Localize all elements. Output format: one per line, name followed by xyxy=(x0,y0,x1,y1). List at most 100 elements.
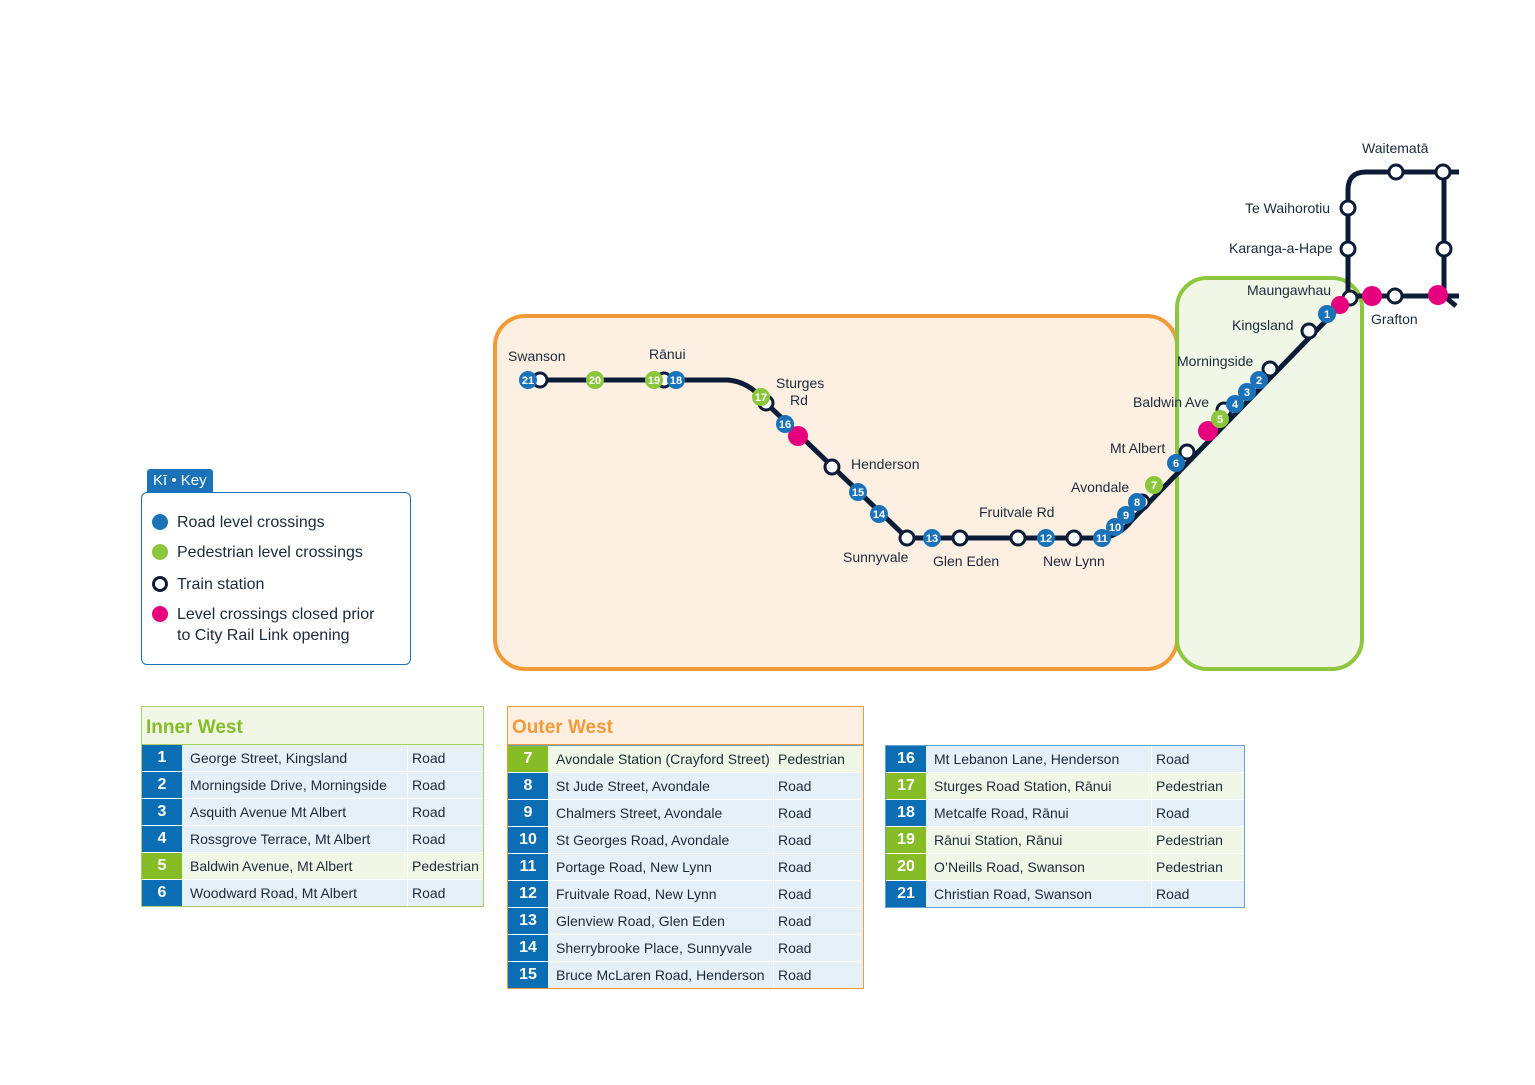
crossing-5: 5 xyxy=(1211,410,1229,428)
station-morningside xyxy=(1261,360,1279,378)
station-henderson xyxy=(823,458,841,476)
closed-crossing-henderson xyxy=(788,426,808,446)
inner-west-region xyxy=(1175,276,1364,671)
station-karanga xyxy=(1339,240,1357,258)
svg-text:13: 13 xyxy=(926,533,938,545)
svg-text:6: 6 xyxy=(1173,458,1179,470)
label-grafton: Grafton xyxy=(1371,311,1418,327)
station-glen-eden xyxy=(951,529,969,547)
numbered-crossings: 1 2 3 4 5 6 7 8 9 10 11 12 13 14 15 16 1… xyxy=(519,305,1336,547)
crossing-4: 4 xyxy=(1226,395,1244,413)
crossing-number: 18 xyxy=(886,800,926,826)
crossing-11: 11 xyxy=(1093,529,1111,547)
label-avondale: Avondale xyxy=(1071,479,1129,495)
crossing-type: Road xyxy=(412,777,446,793)
svg-text:12: 12 xyxy=(1040,533,1052,545)
crossing-name: Bruce McLaren Road, Henderson xyxy=(548,962,774,988)
crossing-type: Road xyxy=(412,804,446,820)
label-sturges-2: Rd xyxy=(790,392,808,408)
closed-crossing-grafton-w xyxy=(1362,286,1382,306)
crossing-number: 10 xyxy=(508,827,548,853)
city-loop-right xyxy=(1441,172,1458,308)
crossing-number: 14 xyxy=(508,935,548,961)
label-karanga: Karanga-a-Hape xyxy=(1229,240,1333,256)
label-new-lynn: New Lynn xyxy=(1043,553,1105,569)
crossing-name: St Jude Street, Avondale xyxy=(548,773,774,799)
crossing-9: 9 xyxy=(1117,506,1135,524)
crossing-name: Fruitvale Road, New Lynn xyxy=(548,881,774,907)
crossing-2: 2 xyxy=(1250,371,1268,389)
station-loop-ne xyxy=(1434,163,1452,181)
label-sturges-1: Sturges xyxy=(776,375,824,391)
crossing-name: Rossgrove Terrace, Mt Albert xyxy=(182,826,408,852)
crossing-name: Asquith Avenue Mt Albert xyxy=(182,799,408,825)
crossing-number: 21 xyxy=(886,881,926,907)
crossing-19: 19 xyxy=(645,371,663,389)
map-key: Road level crossings Pedestrian level cr… xyxy=(141,492,411,665)
crossing-number: 16 xyxy=(886,746,926,772)
svg-text:20: 20 xyxy=(589,375,601,387)
station-mt-albert xyxy=(1178,443,1196,461)
svg-text:2: 2 xyxy=(1256,375,1262,387)
crossing-name: Woodward Road, Mt Albert xyxy=(182,880,408,906)
crossing-type: Road xyxy=(1156,886,1190,902)
crossing-name: Avondale Station (Crayford Street) xyxy=(548,746,774,772)
station-labels: Swanson Rānui Sturges Rd Henderson Sunny… xyxy=(508,140,1429,569)
crossing-type: Pedestrian xyxy=(1156,859,1223,875)
crossing-type: Pedestrian xyxy=(412,858,479,874)
label-morningside: Morningside xyxy=(1177,353,1253,369)
crossing-number: 6 xyxy=(142,880,182,906)
crossing-type: Road xyxy=(778,832,812,848)
svg-text:16: 16 xyxy=(779,419,791,431)
crossing-number: 12 xyxy=(508,881,548,907)
crossing-name: Metcalfe Road, Rānui xyxy=(926,800,1152,826)
key-closed-line-2: to City Rail Link opening xyxy=(177,627,350,644)
key-closed-label: Level crossings closed prior to City Rai… xyxy=(177,604,374,646)
crossing-number: 11 xyxy=(508,854,548,880)
crossing-name: Mt Lebanon Lane, Henderson xyxy=(926,746,1152,772)
label-fruitvale: Fruitvale Rd xyxy=(979,504,1054,520)
key-road: Road level crossings xyxy=(152,512,325,533)
station-new-lynn xyxy=(1065,529,1083,547)
crossing-name: Morningside Drive, Morningside xyxy=(182,772,408,798)
crossing-number: 5 xyxy=(142,853,182,879)
label-swanson: Swanson xyxy=(508,348,566,364)
crossing-number: 3 xyxy=(142,799,182,825)
crossing-name: Glenview Road, Glen Eden xyxy=(548,908,774,934)
crossing-type: Pedestrian xyxy=(1156,832,1223,848)
station-waitemata xyxy=(1387,163,1405,181)
key-closed: Level crossings closed prior to City Rai… xyxy=(152,604,374,646)
svg-text:18: 18 xyxy=(670,375,682,387)
key-pedestrian-label: Pedestrian level crossings xyxy=(177,544,363,561)
label-te-waihorotiu: Te Waihorotiu xyxy=(1245,200,1330,216)
label-glen-eden: Glen Eden xyxy=(933,553,999,569)
crossing-12: 12 xyxy=(1037,529,1055,547)
city-loop-line xyxy=(1345,169,1459,299)
svg-text:14: 14 xyxy=(873,509,886,521)
crossing-name: George Street, Kingsland xyxy=(182,745,408,771)
crossing-name: Portage Road, New Lynn xyxy=(548,854,774,880)
crossing-type: Road xyxy=(412,885,446,901)
station-sunnyvale xyxy=(898,529,916,547)
road-dot-icon xyxy=(152,514,168,530)
crossing-15: 15 xyxy=(849,483,867,501)
crossing-type: Road xyxy=(778,805,812,821)
svg-text:5: 5 xyxy=(1217,414,1223,426)
